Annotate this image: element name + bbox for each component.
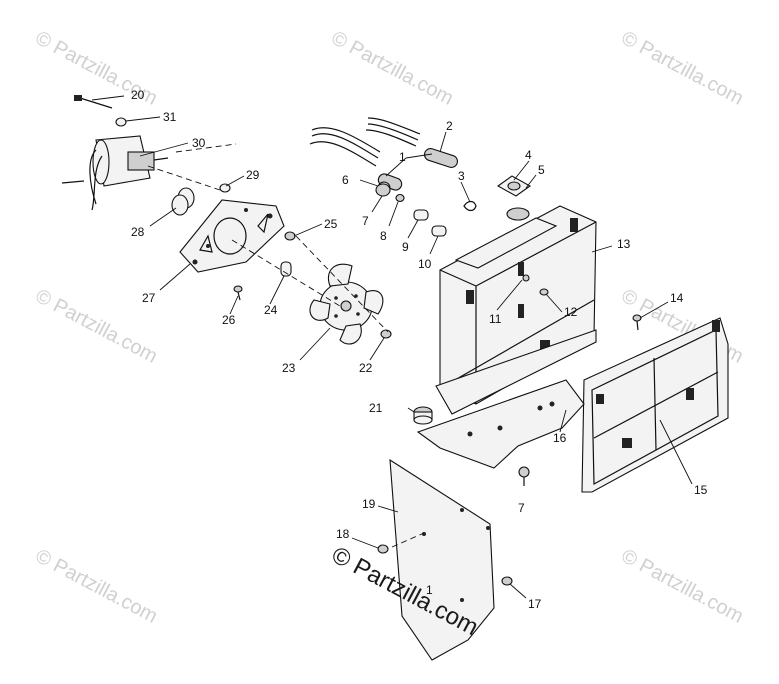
rivet-18: [377, 532, 425, 554]
radiator-cap-4: [496, 175, 532, 197]
label-21: 22: [359, 361, 373, 375]
label-17: 17: [528, 597, 542, 611]
label-22: 23: [282, 361, 296, 375]
leader-lines: [91, 95, 693, 599]
label-3: 3: [458, 169, 465, 183]
label-29: 30: [192, 136, 206, 150]
fan-motor-29: [61, 135, 169, 211]
nut-28: [219, 183, 231, 193]
label-12: 12: [564, 305, 578, 319]
nut-7: [518, 466, 530, 478]
screw-25: [233, 285, 243, 301]
filler-neck-5: [506, 207, 530, 221]
label-16: 16: [553, 431, 567, 445]
label-30: 31: [163, 110, 177, 124]
label-2: 2: [446, 119, 453, 133]
label-9: 9: [402, 240, 409, 254]
label-23: 24: [264, 303, 278, 317]
fan-motor-assembly: [61, 95, 392, 345]
screw-14: [632, 314, 642, 331]
label-6: 6: [342, 173, 349, 187]
label-20: 21: [369, 401, 383, 415]
side-panel-19: [377, 458, 513, 661]
label-10: 10: [418, 257, 432, 271]
hose-assembly: [309, 117, 532, 237]
radiator-13: [435, 205, 597, 415]
label-13: 13: [617, 237, 631, 251]
label-1a: 1: [399, 150, 406, 164]
label-1b: 1: [426, 583, 433, 597]
spacer-23: [280, 261, 292, 277]
label-19: 19: [362, 497, 376, 511]
washer-30: [115, 117, 127, 127]
label-7b: 7: [518, 501, 525, 515]
grommet-20: [413, 406, 433, 425]
label-27: 28: [131, 225, 145, 239]
bolt-31: [74, 95, 113, 109]
callout-labels: 20 31 30 29 28 25 27 26 24 23 22 2 1 3 4…: [131, 88, 708, 611]
label-18: 18: [336, 527, 350, 541]
nut-21: [380, 329, 392, 339]
clip-3: [463, 200, 477, 212]
bushing-10: [431, 225, 447, 237]
label-28: 29: [246, 168, 260, 182]
label-4: 4: [525, 148, 532, 162]
label-8: 8: [380, 229, 387, 243]
label-24: 25: [324, 217, 338, 231]
watermark-top-right: © Partzilla.com: [618, 27, 747, 110]
bolt-12: [539, 288, 549, 296]
watermark-top-center: © Partzilla.com: [328, 27, 457, 110]
label-14: 14: [670, 291, 684, 305]
spacer-27: [171, 187, 195, 216]
label-31: 20: [131, 88, 145, 102]
nut-24: [284, 231, 296, 241]
label-26: 27: [142, 291, 156, 305]
label-25: 26: [222, 313, 236, 327]
label-15: 15: [694, 483, 708, 497]
hose-clamp-7: [375, 183, 391, 197]
fan-blade-22: [309, 263, 384, 345]
fan-bracket-26: [179, 199, 285, 273]
watermark-bottom-right: © Partzilla.com: [618, 545, 747, 628]
bushing-9: [413, 209, 429, 221]
watermark-layer: © Partzilla.com © Partzilla.com © Partzi…: [32, 27, 747, 628]
watermark-bottom-left: © Partzilla.com: [32, 545, 161, 628]
screw-17: [501, 576, 513, 586]
label-7a: 7: [362, 214, 369, 228]
label-5: 5: [538, 163, 545, 177]
mount-bracket-16: [413, 379, 585, 486]
radiator-screen-15: [581, 314, 729, 493]
label-11: 11: [489, 312, 502, 326]
hose-fitting-2: [423, 148, 459, 168]
washer-8: [395, 193, 405, 203]
